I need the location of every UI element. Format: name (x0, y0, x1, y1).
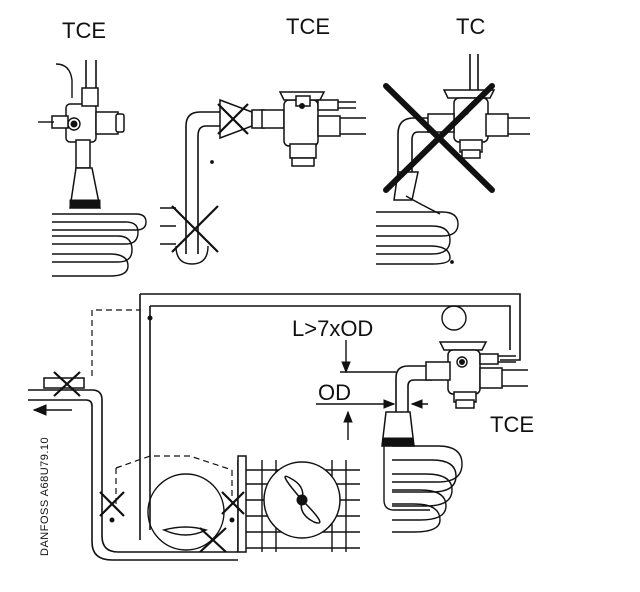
panel-3-tc-not-allowed: TC (376, 14, 530, 265)
cross-mark-bottom (199, 527, 227, 553)
cross-mark-right (221, 491, 245, 515)
cross-mark-top-left (53, 371, 81, 397)
cross-mark-left (99, 491, 125, 517)
od-label: OD (318, 380, 351, 405)
panel-2-tce-wrong-bulb: TCE (160, 14, 366, 265)
coil-header (237, 455, 247, 553)
flow-arrow (32, 404, 47, 416)
panel-2-label: TCE (286, 14, 330, 39)
cross-mark-distributor (217, 103, 249, 135)
valve-body (447, 349, 481, 395)
document-code: DANFOSS A68U79.10 (39, 437, 51, 556)
bulb-circle (441, 305, 467, 331)
main-valve-label: TCE (490, 412, 534, 437)
panel-1-tce-correct: TCE (38, 18, 147, 277)
valve-top-fitting (81, 87, 99, 107)
main-system: L>7xOD OD TCE (28, 293, 534, 561)
length-label: L>7xOD (292, 316, 373, 341)
cross-mark-bulb (171, 205, 219, 253)
valve-outlet (95, 111, 119, 135)
panel-1-label: TCE (62, 18, 106, 43)
panel-3-label: TC (456, 14, 485, 39)
big-cross-mark (383, 83, 495, 193)
valve-body (65, 103, 97, 143)
